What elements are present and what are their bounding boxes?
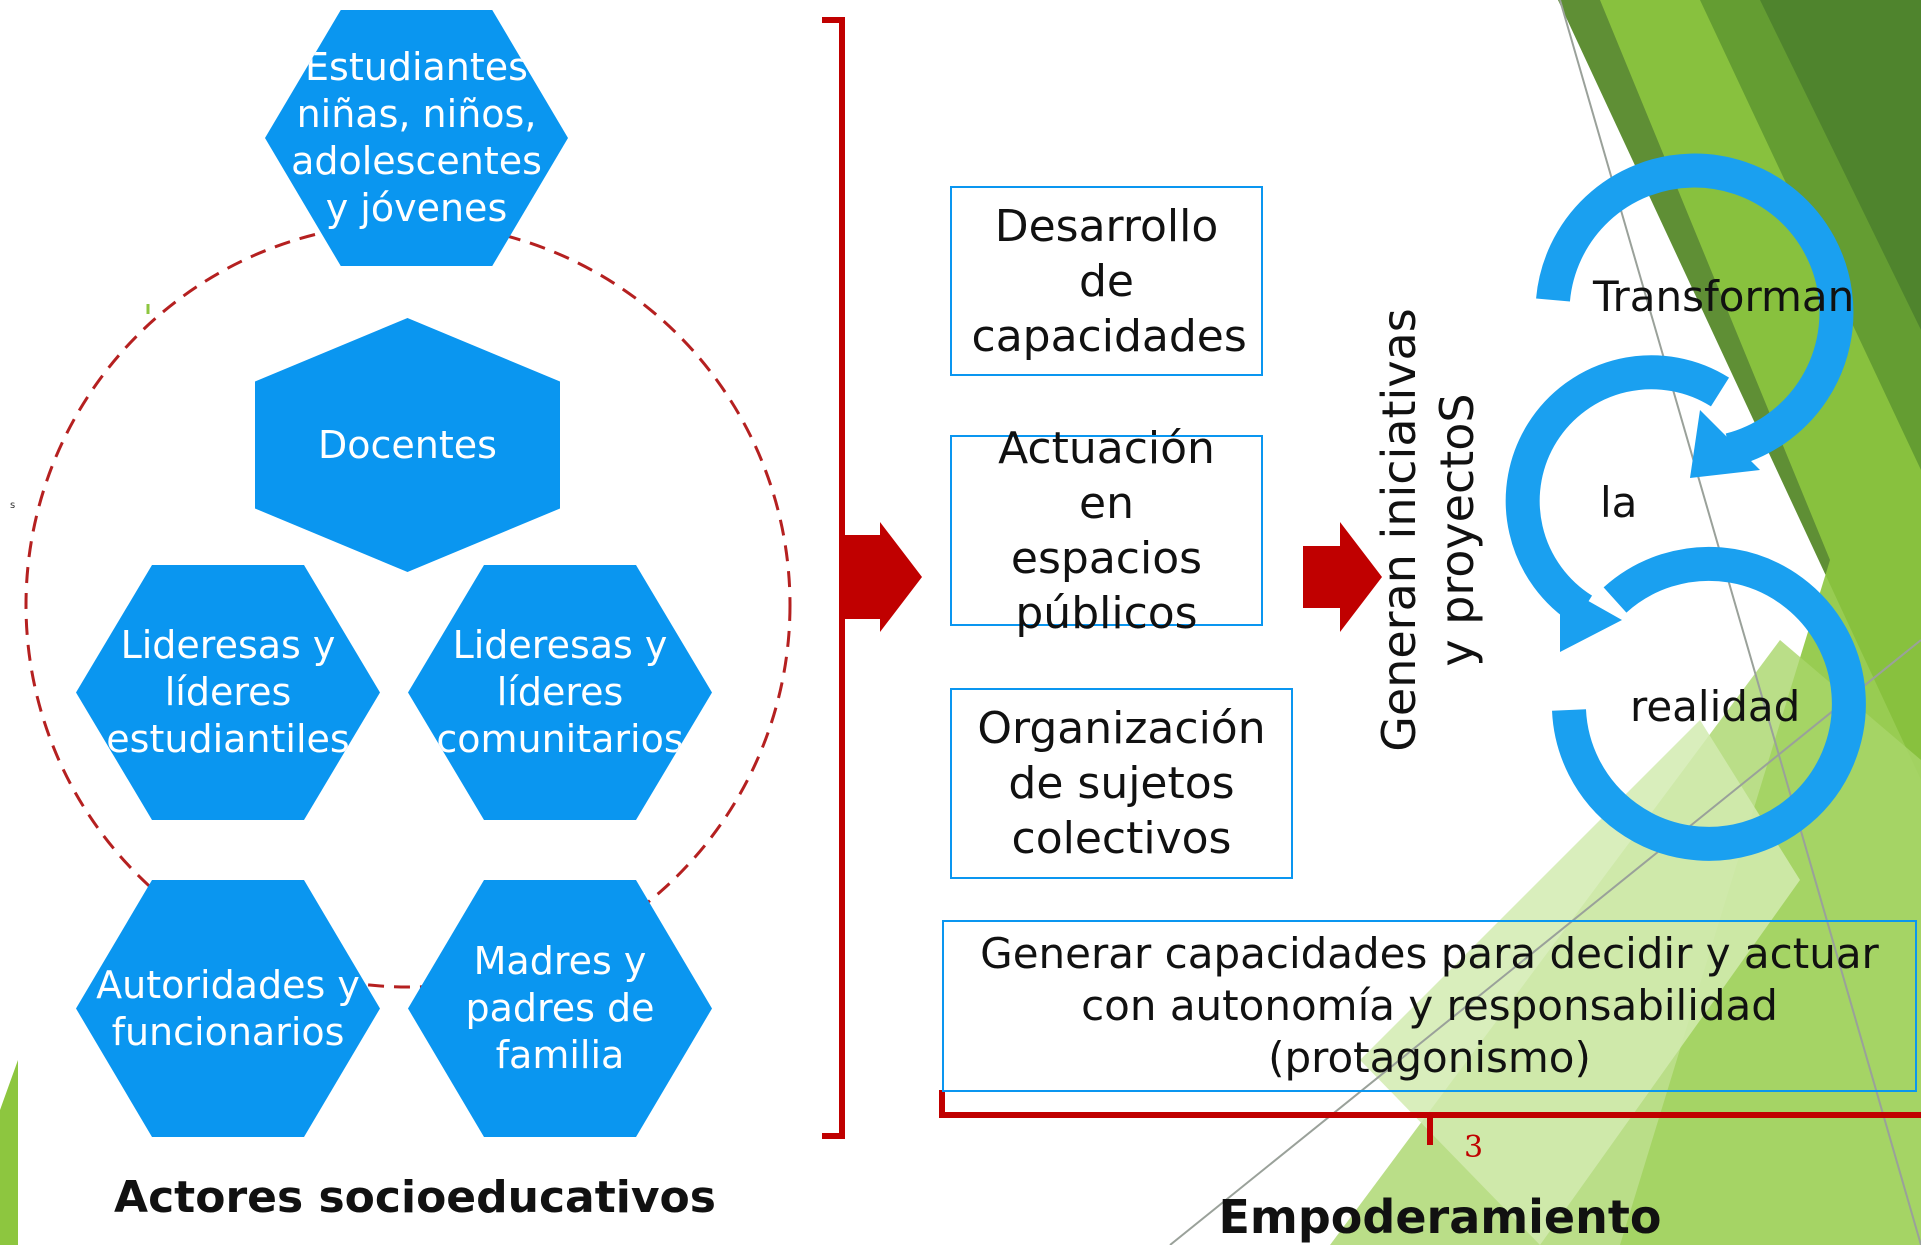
cycle-arrowhead-top (1690, 410, 1760, 478)
hex-authorities-label: Autoridades y funcionarios (96, 962, 360, 1054)
bottom-brace (939, 1090, 1921, 1145)
hex-students-label: Estudiantes niñas, niños, adolescentes y… (291, 45, 542, 230)
box-protagonism: Generar capacidades para decidir y actua… (942, 920, 1917, 1092)
cycle-word-reality: realidad (1630, 682, 1801, 731)
box-capacities: Desarrollo de capacidades (950, 186, 1263, 376)
hex-students: Estudiantes niñas, niños, adolescentes y… (265, 10, 568, 266)
cycle-word-transform: Transforman (1593, 272, 1855, 321)
green-sliver-left (0, 1060, 18, 1245)
hex-community-leaders-label: Lideresas y líderes comunitarios (436, 623, 684, 761)
vertical-text-line2: y proyectoS (1430, 393, 1484, 667)
empowerment-caption: Empoderamiento (1218, 1190, 1662, 1244)
vertical-text-block: Generan iniciativas y proyectoS (1370, 295, 1486, 765)
box-public-spaces: Actuación en espacios públicos (950, 423, 1263, 639)
arrow-right-2 (1303, 522, 1382, 632)
actors-caption: Actores socioeducativos (114, 1172, 716, 1223)
vertical-text-line1: Generan iniciativas (1372, 308, 1426, 752)
cycle-arc-top (1536, 153, 1854, 467)
cycle-word-la: la (1600, 478, 1638, 527)
hex-parents-label: Madres y padres de familia (465, 939, 655, 1077)
arrow-right-1 (842, 522, 922, 632)
hex-student-leaders-label: Lideresas y líderes estudiantiles (106, 623, 350, 761)
box-collective-subjects-label: Organización de sujetos colectivos (977, 703, 1266, 864)
stray-mark: s (10, 500, 16, 511)
hex-community-leaders: Lideresas y líderes comunitarios (408, 565, 712, 820)
box-protagonism-label: Generar capacidades para decidir y actua… (980, 929, 1879, 1082)
box-public-spaces-label: Actuación en espacios públicos (998, 422, 1215, 639)
hex-parents: Madres y padres de familia (408, 880, 712, 1137)
box-collective-subjects: Organización de sujetos colectivos (950, 688, 1293, 879)
hex-teachers-label: Docentes (318, 422, 497, 467)
left-bracket (822, 17, 845, 1139)
page-number: 3 (1464, 1130, 1484, 1165)
cycle-arc-bottom (1552, 546, 1866, 861)
thin-line-2 (1169, 639, 1921, 1245)
cycle-arrowhead-mid (1560, 585, 1622, 652)
cycle-arc-mid (1505, 355, 1730, 625)
vertical-text: Generan iniciativas y proyectoS (1370, 295, 1486, 765)
box-capacities-label: Desarrollo de capacidades (971, 200, 1247, 362)
